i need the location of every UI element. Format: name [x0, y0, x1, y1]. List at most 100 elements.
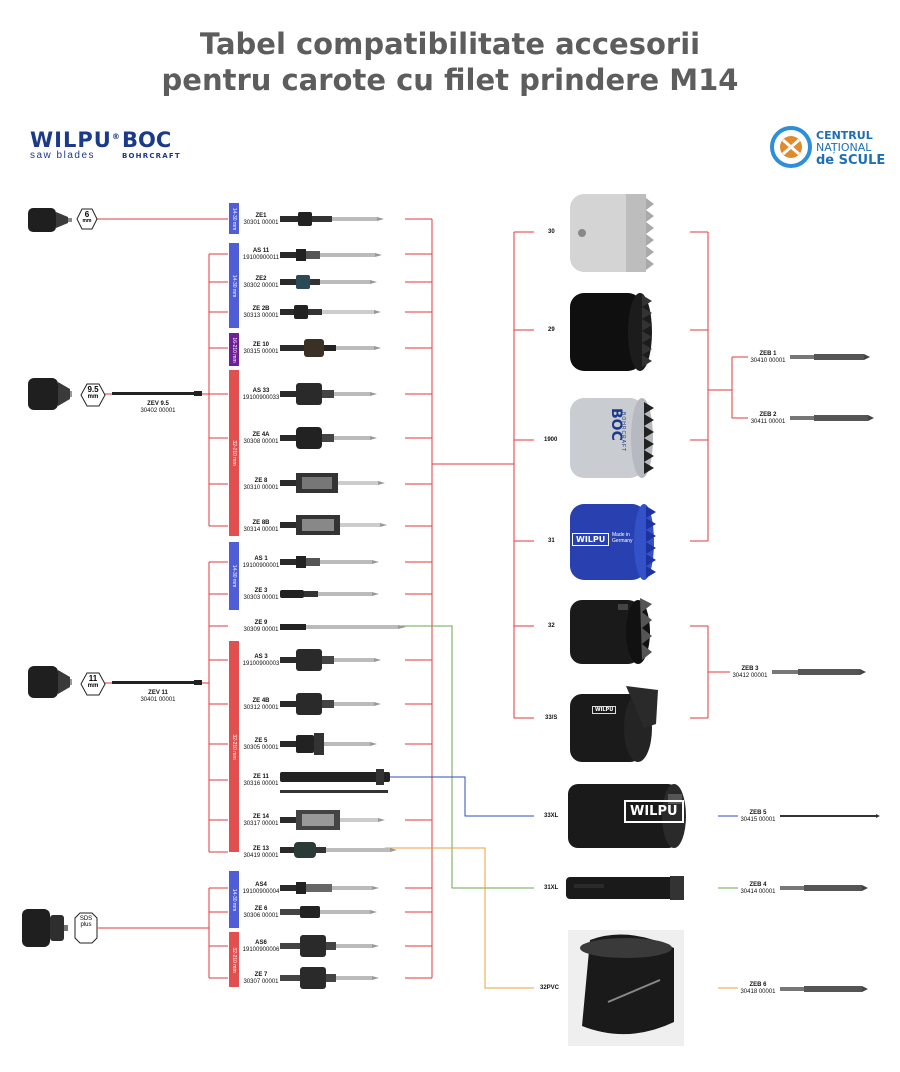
size-band: 14-30 mm	[229, 203, 239, 234]
extension-rod	[112, 391, 202, 396]
shank-size-badge-icon	[76, 208, 98, 230]
hole-saw-number: 31	[548, 538, 555, 544]
hole-saw-bohrcraft	[570, 398, 654, 478]
shank-size-badge-icon	[80, 383, 106, 407]
hole-saw-wilpu-blue	[570, 504, 656, 580]
hole-saw-deep-black	[570, 686, 658, 762]
pilot-drill-bit	[790, 354, 870, 360]
hole-saw-carbide	[570, 598, 652, 664]
saw-wilpu-print: WILPU	[572, 533, 610, 546]
size-band: 32-210 mm	[229, 932, 239, 987]
hole-saw-number: 33XL	[544, 813, 559, 819]
saw-bohrcraft-print: BOHRCRAFT	[620, 412, 626, 453]
saw-wilpu-print: WILPU	[592, 706, 617, 714]
hole-saw-number: 1900	[544, 437, 558, 443]
page-title-line1: Tabel compatibilitate accesorii	[199, 27, 701, 61]
wilpu-logo: WILPU® saw blades	[30, 128, 121, 161]
hole-saw-number: 32	[548, 623, 555, 629]
saw-boc-print: BOC	[608, 408, 624, 441]
adapter-arbor	[280, 733, 377, 755]
hole-saw-bimetal-silver	[570, 194, 654, 272]
size-band: 14-30 mm	[229, 243, 239, 328]
bohrcraft-logo: BOC BOHRCRAFT	[122, 128, 181, 160]
drill-chuck-icon	[28, 666, 72, 698]
hole-saw-pvc	[568, 930, 684, 1046]
adapter-arbor	[280, 649, 381, 671]
adapter-arbor	[280, 473, 385, 493]
shank-size-badge-icon	[80, 672, 106, 696]
pilot-drill-bit	[780, 885, 868, 891]
adapter-arbor	[280, 882, 379, 894]
adapter-arbor	[280, 249, 382, 261]
drill-chuck-icon	[28, 378, 72, 410]
adapter-arbor	[280, 427, 377, 449]
size-band: 14-30 mm	[229, 542, 239, 610]
pilot-drill-bit	[772, 669, 866, 675]
hole-saw-black	[570, 293, 652, 371]
pilot-drill-bit	[780, 986, 868, 992]
size-band: 14-30 mm	[229, 871, 239, 928]
page-title-line2: pentru carote cu filet prindere M14	[161, 63, 739, 97]
adapter-arbor	[280, 383, 377, 405]
sds-plus-badge-icon	[74, 912, 98, 944]
adapter-arbor	[280, 906, 377, 918]
saw-wilpu-print: WILPU	[624, 800, 684, 823]
sds-hammer-icon	[22, 909, 68, 947]
adapter-arbor	[280, 515, 387, 535]
hole-saw-number: 30	[548, 229, 555, 235]
adapter-arbor	[280, 810, 385, 830]
adapter-arbor	[280, 967, 379, 989]
cns-emblem-icon	[770, 126, 812, 168]
adapter-arbor	[280, 624, 406, 630]
size-band: 16-210 mm	[229, 333, 239, 366]
adapter-arbor	[280, 693, 381, 715]
adapter-arbor	[280, 935, 379, 957]
hole-saw-number: 32PVC	[540, 985, 560, 991]
size-band: 32-210 mm	[229, 641, 239, 852]
hole-saw-number: 31XL	[544, 885, 559, 891]
pilot-drill-bit	[780, 814, 880, 818]
drill-chuck-icon	[28, 208, 72, 232]
adapter-arbor	[280, 305, 381, 319]
hole-saw-number: 29	[548, 327, 555, 333]
adapter-arbor	[280, 556, 379, 568]
extension-rod	[112, 680, 202, 685]
adapter-arbor	[280, 275, 377, 289]
size-band: 32-210 mm	[229, 370, 239, 536]
adapter-arbor	[280, 590, 379, 598]
